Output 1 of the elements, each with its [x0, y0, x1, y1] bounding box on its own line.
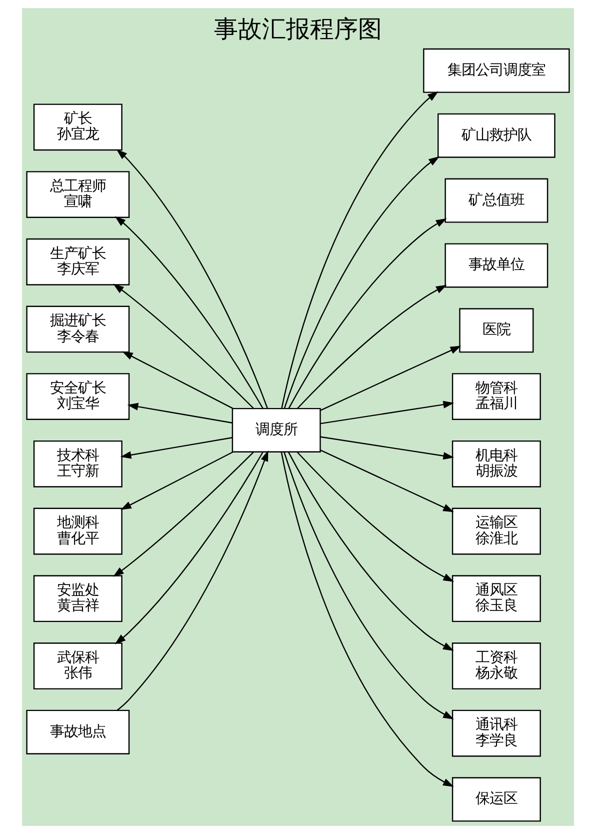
diagram-title: 事故汇报程序图 [214, 14, 382, 43]
